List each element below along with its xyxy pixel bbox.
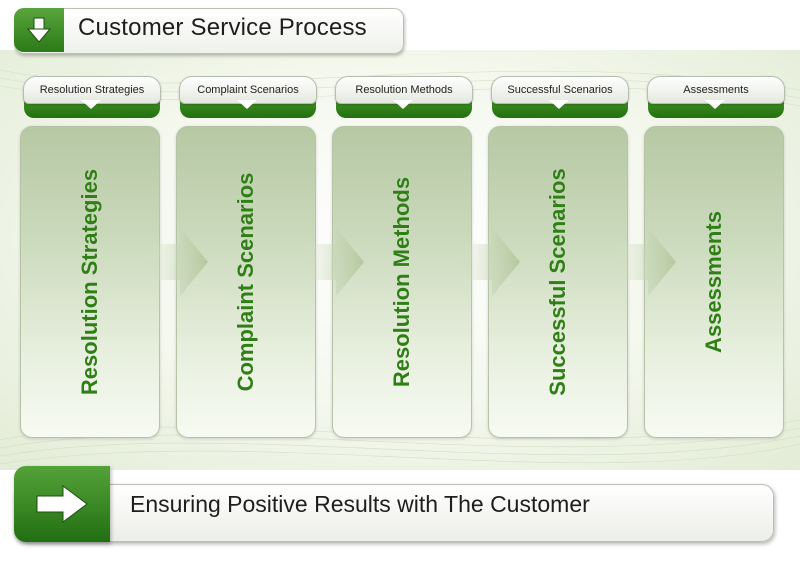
chevron-down-icon: [237, 100, 257, 109]
panel-label: Resolution Methods: [389, 176, 414, 388]
footer-bar: [14, 484, 774, 542]
column-header-complaint-scenarios: Complaint Scenarios: [179, 76, 317, 104]
column-header-assessments: Assessments: [647, 76, 785, 104]
footer-text: Ensuring Positive Results with The Custo…: [130, 491, 590, 517]
page-title: Customer Service Process: [78, 14, 367, 41]
column-header-band: [180, 100, 316, 118]
panel-label: Successful Scenarios: [545, 168, 570, 396]
panel-successful-scenarios: Successful Scenarios: [488, 126, 628, 438]
title-bar: [14, 8, 404, 54]
chevron-down-icon: [81, 100, 101, 109]
flow-arrow-icon: [300, 228, 364, 296]
column-header-resolution-strategies: Resolution Strategies: [23, 76, 161, 104]
flow-arrow-icon: [456, 228, 520, 296]
column-header-band: [24, 100, 160, 118]
chevron-down-icon: [393, 100, 413, 109]
flow-arrow-icon: [612, 228, 676, 296]
panel-assessments: Assessments: [644, 126, 784, 438]
panel-label: Complaint Scenarios: [233, 172, 258, 392]
right-arrow-icon: [14, 466, 110, 542]
column-header-band: [492, 100, 628, 118]
panel-label: Assessments: [701, 211, 726, 353]
chevron-down-icon: [549, 100, 569, 109]
chevron-down-icon: [705, 100, 725, 109]
flow-arrow-icon: [144, 228, 208, 296]
column-header-band: [336, 100, 472, 118]
panel-label: Resolution Strategies: [77, 168, 102, 396]
column-header-band: [648, 100, 784, 118]
panel-resolution-strategies: Resolution Strategies: [20, 126, 160, 438]
column-header-successful-scenarios: Successful Scenarios: [491, 76, 629, 104]
panel-resolution-methods: Resolution Methods: [332, 126, 472, 438]
column-header-resolution-methods: Resolution Methods: [335, 76, 473, 104]
panel-complaint-scenarios: Complaint Scenarios: [176, 126, 316, 438]
down-arrow-icon: [14, 8, 64, 52]
